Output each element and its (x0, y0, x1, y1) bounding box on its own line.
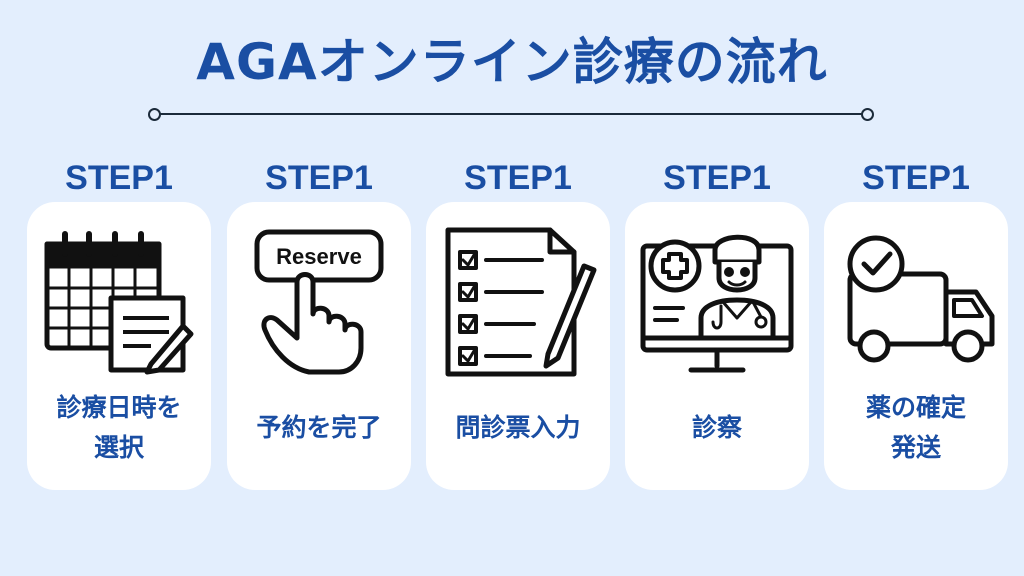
step-caption-line-1: 診療日時を (56, 393, 182, 422)
step-label: STEP1 (265, 159, 373, 197)
reserve-button-text: Reserve (276, 244, 362, 269)
step-caption-line-2: 選択 (93, 433, 144, 462)
step-label: STEP1 (663, 159, 771, 197)
step-card: 問診票入力 (426, 202, 610, 490)
step-card: 薬の確定 発送 (824, 202, 1008, 490)
title-divider (148, 107, 874, 121)
page-title: AGAオンライン診療の流れ (196, 33, 828, 91)
calendar-icon (39, 222, 199, 382)
checklist-icon (438, 222, 598, 382)
step-caption-line-1: 問診票入力 (455, 413, 581, 442)
step-caption-line-2: 発送 (890, 433, 941, 462)
delivery-truck-icon (836, 222, 996, 382)
step-caption-line-1: 予約を完了 (256, 413, 382, 442)
step-4: STEP1 (625, 158, 809, 490)
step-card: 診療日時を 選択 (27, 202, 211, 490)
step-caption-line-1: 薬の確定 (865, 393, 966, 422)
step-3: STEP1 (426, 158, 610, 490)
doctor-monitor-icon (637, 222, 797, 382)
step-label: STEP1 (65, 159, 173, 197)
step-caption-line-1: 診察 (691, 413, 742, 442)
reserve-button-hand-icon: Reserve (239, 222, 399, 382)
step-label: STEP1 (464, 159, 572, 197)
steps-row: STEP1 (27, 158, 1008, 498)
step-card: 診察 (625, 202, 809, 490)
step-1: STEP1 (27, 158, 211, 490)
step-5: STEP1 薬の確定 発送 (824, 158, 1008, 490)
step-card: Reserve 予約を完了 (227, 202, 411, 490)
step-2: STEP1 Reserve 予約を完了 (227, 158, 411, 490)
step-label: STEP1 (862, 159, 970, 197)
